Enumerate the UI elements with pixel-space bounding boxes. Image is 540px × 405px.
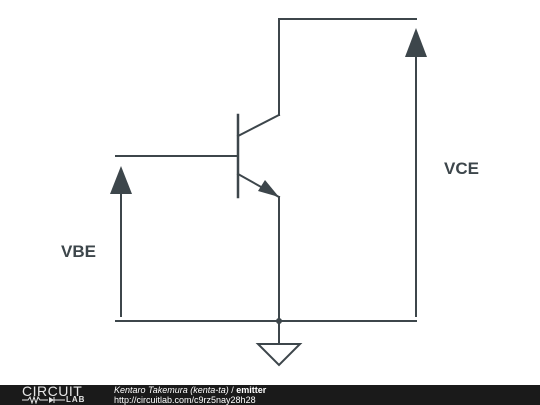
vbe-arrow: [110, 166, 132, 317]
vce-label: VCE: [444, 159, 479, 178]
footer-bar: CIRCUIT LAB Kentaro Takemura (kenta-ta) …: [0, 383, 540, 405]
transistor-collector-lead: [236, 113, 281, 138]
footer-credit: Kentaro Takemura (kenta-ta) / emitter: [114, 385, 266, 395]
ground-symbol-icon: [255, 343, 303, 367]
schematic-canvas: VBE VCE: [61, 18, 479, 367]
logo-text-top: CIRCUIT: [22, 383, 83, 399]
emitter-arrow-icon: [258, 180, 279, 197]
credit-separator: /: [228, 385, 237, 395]
logo-text-bottom: LAB: [66, 395, 86, 404]
vbe-label: VBE: [61, 242, 96, 261]
circuitlab-logo[interactable]: CIRCUIT LAB: [22, 383, 97, 405]
author-name[interactable]: Kentaro Takemura (kenta-ta): [114, 385, 229, 395]
circuit-title[interactable]: emitter: [236, 385, 267, 395]
vce-arrow: [405, 28, 427, 317]
logo-resistor-diode-icon: [22, 396, 65, 404]
npn-transistor: [236, 113, 281, 199]
collector-wire: [278, 18, 417, 116]
circuit-url[interactable]: http://circuitlab.com/c9rz5nay28h28: [114, 395, 256, 405]
vce-arrowhead-icon: [405, 28, 427, 57]
vbe-arrowhead-icon: [110, 166, 132, 194]
